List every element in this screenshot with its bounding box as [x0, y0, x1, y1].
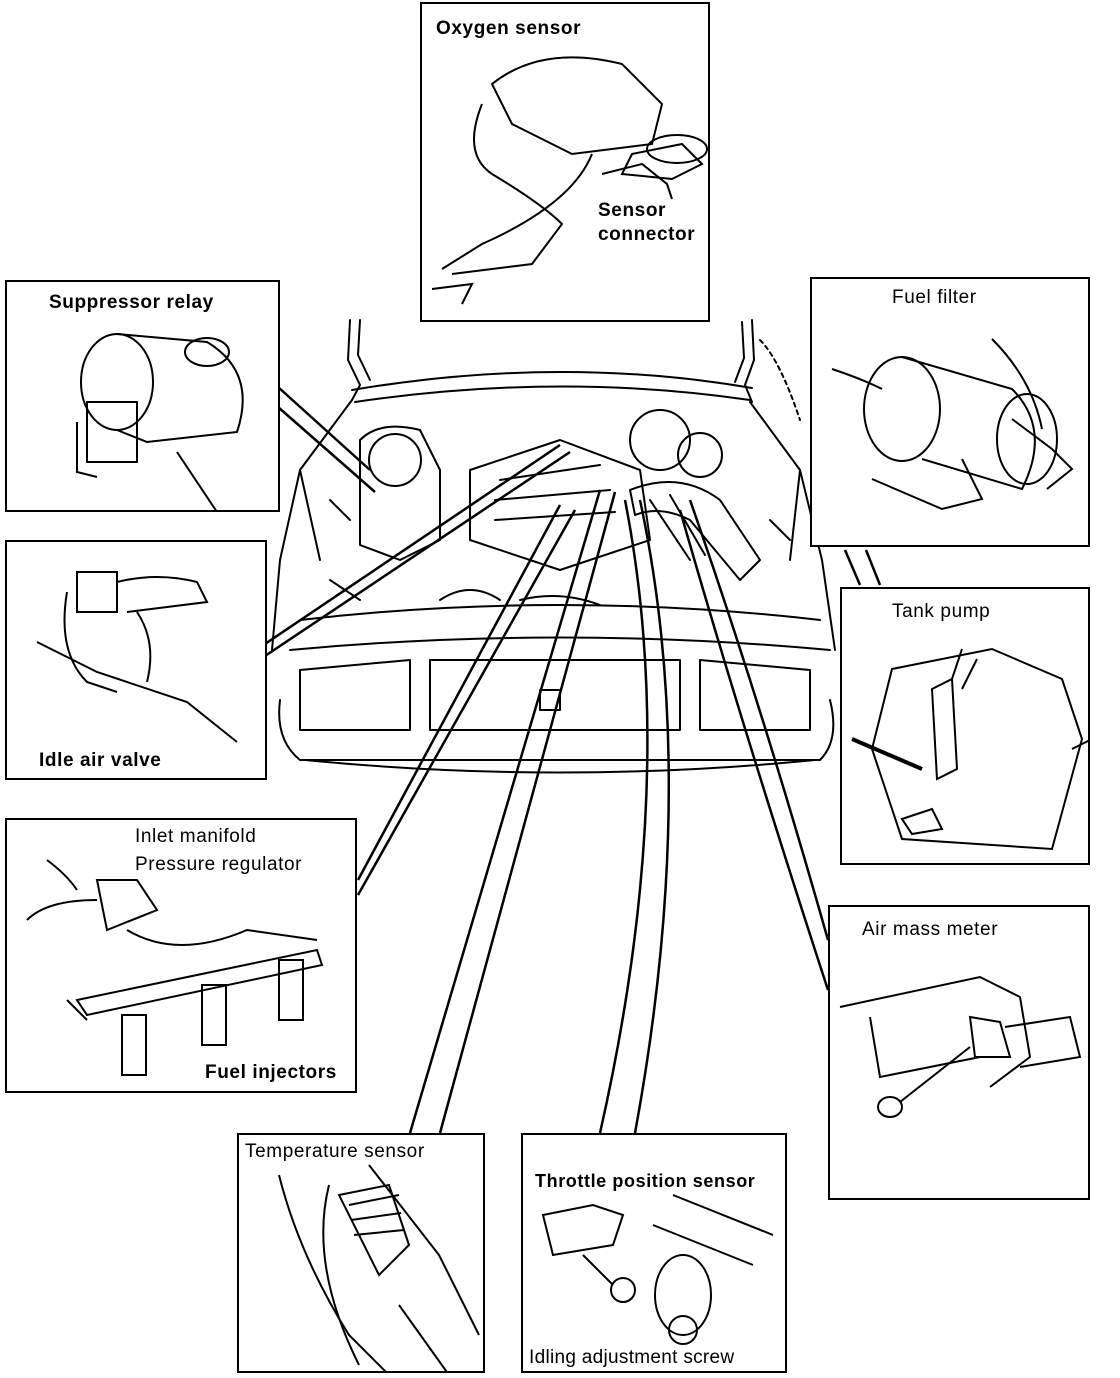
temperature-sensor-box: Temperature sensor	[237, 1133, 485, 1373]
tank-pump-label: Tank pump	[892, 601, 991, 622]
fuel-filter-illustration	[831, 338, 1074, 511]
sensor-connector-label-line2: connector	[598, 224, 696, 245]
tank-pump-box: Tank pump	[840, 587, 1090, 865]
fuel-filter-label: Fuel filter	[892, 287, 977, 308]
throttle-position-sensor-box: Throttle position sensor Idling adjustme…	[521, 1133, 787, 1373]
idle-air-valve-box: Idle air valve	[5, 540, 267, 780]
tank-pump-illustration	[851, 647, 1088, 851]
temperature-sensor-illustration	[278, 1164, 480, 1371]
oxygen-sensor-box: Oxygen sensor Sensor connector	[420, 2, 710, 322]
air-mass-meter-illustration	[839, 975, 1082, 1118]
throttle-position-sensor-illustration	[541, 1194, 774, 1345]
inlet-manifold-label: Inlet manifold	[135, 826, 257, 847]
air-mass-meter-box: Air mass meter	[828, 905, 1090, 1200]
suppressor-relay-label: Suppressor relay	[49, 292, 214, 313]
fuel-filter-box: Fuel filter	[810, 277, 1090, 547]
idle-air-valve-illustration	[36, 571, 238, 743]
sensor-connector-label-line1: Sensor	[598, 200, 667, 221]
oxygen-sensor-label: Oxygen sensor	[436, 18, 582, 39]
idle-air-valve-label: Idle air valve	[39, 750, 162, 771]
idling-adjustment-screw-label: Idling adjustment screw	[529, 1347, 735, 1368]
fuel-rail-illustration	[26, 859, 324, 1076]
pressure-regulator-label: Pressure regulator	[135, 854, 303, 875]
suppressor-relay-illustration	[76, 333, 244, 510]
inlet-manifold-box: Inlet manifold Pressure regulator Fuel i…	[5, 818, 357, 1093]
air-mass-meter-label: Air mass meter	[862, 919, 999, 940]
throttle-position-sensor-label: Throttle position sensor	[535, 1171, 756, 1191]
fuel-injectors-label: Fuel injectors	[205, 1062, 337, 1083]
oxygen-sensor-illustration	[431, 56, 708, 305]
suppressor-relay-box: Suppressor relay	[5, 280, 280, 512]
temperature-sensor-label: Temperature sensor	[245, 1141, 425, 1162]
